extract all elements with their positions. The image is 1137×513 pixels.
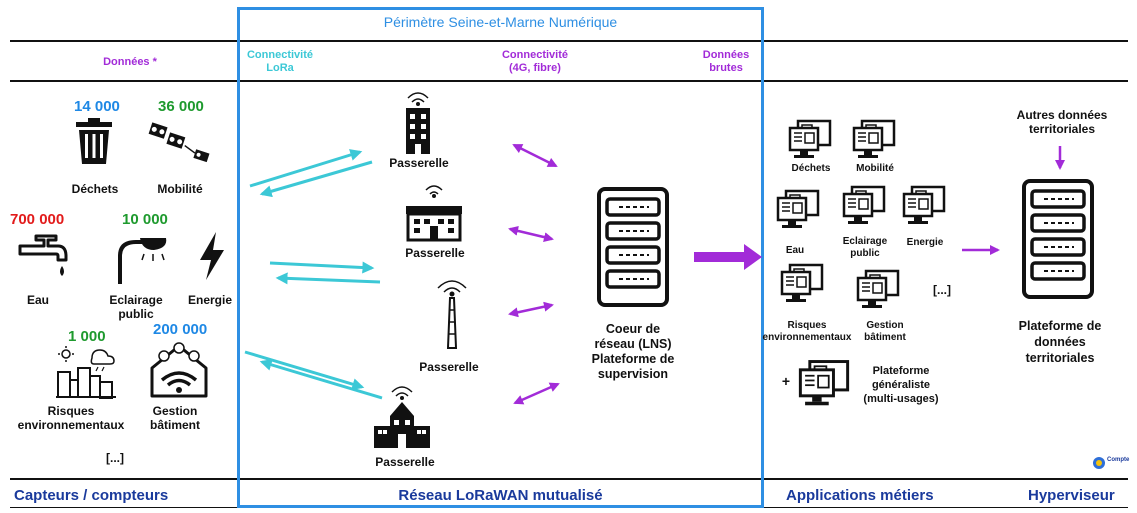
footer-reseau: Réseau LoRaWAN mutualisé — [398, 487, 603, 504]
perimeter-title: Périmètre Seine-et-Marne Numérique — [383, 14, 618, 30]
label-mobilite: Mobilité — [157, 182, 203, 196]
computer-icon — [788, 119, 832, 158]
top-rule — [10, 40, 1128, 42]
computer-icon — [902, 185, 946, 224]
bikes-icon — [148, 122, 210, 163]
server-rack-icon — [1022, 179, 1094, 299]
backhaul-arrow-4 — [513, 382, 560, 405]
sensors-more: [...] — [106, 451, 124, 465]
footer-rule-top — [10, 478, 1128, 480]
header-donnees: Données * — [103, 56, 157, 68]
tower-gateway-icon — [406, 92, 430, 154]
count-mobilite: 36 000 — [158, 98, 204, 115]
perimeter-frame — [237, 7, 764, 508]
count-eclairage: 10 000 — [122, 211, 168, 228]
computer-icon — [776, 189, 820, 228]
smart-building-icon — [150, 342, 208, 398]
computer-icon — [780, 263, 824, 302]
backhaul-arrow-2 — [508, 225, 554, 243]
gateway-label-4: Passerelle — [375, 455, 435, 469]
trash-icon — [76, 118, 112, 164]
computer-icon — [798, 360, 850, 406]
label-eau: Eau — [26, 293, 49, 307]
tap-icon — [18, 234, 68, 276]
big-data-arrow — [694, 244, 762, 270]
computer-icon — [842, 185, 886, 224]
antenna-gateway-icon — [437, 280, 467, 349]
lightning-icon — [200, 232, 224, 280]
factory-gateway-icon — [406, 185, 462, 242]
label-dechets: Déchets — [71, 182, 119, 196]
count-risques: 1 000 — [68, 328, 106, 345]
header-connectivite-4g: Connectivité(4G, fibre) — [501, 49, 568, 74]
backhaul-arrow-3 — [508, 301, 554, 318]
count-eau: 700 000 — [10, 211, 65, 228]
lora-arrow-3b — [259, 359, 383, 400]
gateway-label-3: Passerelle — [419, 360, 479, 374]
footer-hyperviseur: Hyperviseur — [1028, 487, 1115, 504]
backhaul-arrow-1 — [512, 143, 558, 168]
lora-arrow-1a — [249, 149, 363, 188]
gateway-label-1: Passerelle — [389, 156, 449, 170]
computer-icon — [852, 119, 896, 158]
app-label-eau: Eau — [785, 245, 805, 256]
gateway-label-2: Passerelle — [405, 246, 465, 260]
streetlight-icon — [118, 238, 167, 284]
logo-text: Compte — [1107, 457, 1130, 463]
lora-arrow-2b — [275, 272, 381, 285]
app-label-energie: Energie — [906, 237, 944, 248]
server-rack-icon — [597, 187, 669, 307]
app-label-mobilite: Mobilité — [856, 163, 894, 174]
logo: Compte — [1092, 456, 1130, 470]
count-dechets: 14 000 — [74, 98, 120, 115]
logo-icon — [1093, 457, 1105, 469]
header-rule — [10, 80, 1128, 82]
apps-more: [...] — [933, 283, 951, 297]
label-energie: Energie — [187, 293, 232, 307]
building-gateway-icon — [374, 386, 430, 448]
lora-arrow-1b — [259, 160, 373, 198]
lora-arrow-3a — [244, 350, 365, 390]
app-label-dechets: Déchets — [791, 163, 831, 174]
footer-capteurs: Capteurs / compteurs — [14, 487, 169, 504]
lora-arrow-2a — [269, 261, 375, 274]
apps-plus: + — [781, 373, 791, 389]
count-batiment: 200 000 — [153, 321, 208, 338]
computer-icon — [856, 269, 900, 308]
footer-applications: Applications métiers — [786, 487, 934, 504]
city-weather-icon — [56, 346, 116, 399]
